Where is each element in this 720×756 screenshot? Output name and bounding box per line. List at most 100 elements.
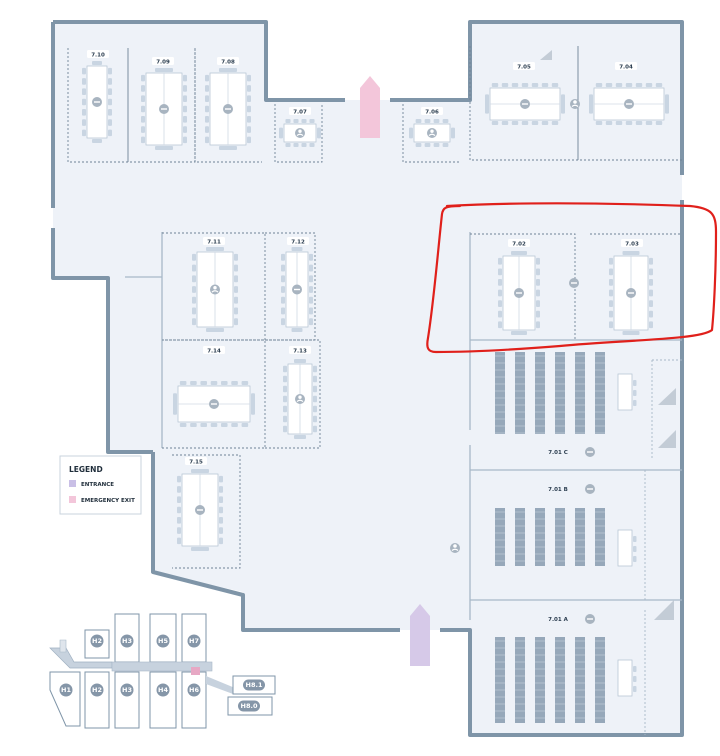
chair <box>141 105 145 113</box>
chair <box>205 74 209 82</box>
chair <box>309 143 315 147</box>
chair <box>192 253 196 261</box>
room-7-08[interactable]: 7.08 <box>194 48 262 163</box>
room-7-05[interactable]: 7.05 <box>469 46 579 161</box>
building-badge <box>120 683 134 697</box>
room-label-tag <box>615 62 637 70</box>
building-label: H8.1 <box>246 681 263 689</box>
room-7-13[interactable]: 7.13 <box>265 339 321 449</box>
chair <box>234 318 238 326</box>
room-label: 7.14 <box>207 349 221 355</box>
chair <box>281 307 285 315</box>
room-label: 7.09 <box>156 60 170 66</box>
chair <box>183 115 187 123</box>
chair <box>219 537 223 545</box>
room-7-01b[interactable]: 7.01 B <box>495 484 637 567</box>
person-icon-head <box>298 395 302 399</box>
chair <box>415 143 422 147</box>
chair <box>536 300 540 307</box>
chair <box>531 121 539 125</box>
chair <box>108 67 112 75</box>
chair <box>173 393 177 415</box>
room-boundary <box>265 339 321 449</box>
chair <box>609 257 613 265</box>
building-badge <box>156 634 170 648</box>
chair <box>609 321 613 329</box>
chair <box>108 88 112 96</box>
chair <box>141 85 145 92</box>
room-7-03[interactable]: 7.03 <box>590 233 682 335</box>
chair <box>301 143 307 147</box>
chair <box>309 264 313 272</box>
room-7-06[interactable]: 7.06 <box>402 104 460 163</box>
room-7-07[interactable]: 7.07 <box>274 104 323 163</box>
chair <box>501 83 509 87</box>
room-label-tag <box>513 62 535 70</box>
room-boundary <box>469 46 579 161</box>
chair <box>501 121 509 125</box>
legend-swatch-entrance <box>69 480 76 487</box>
room-label-tag <box>203 237 225 245</box>
room-7-14[interactable]: 7.14 <box>162 339 266 449</box>
room-7-01c[interactable]: 7.01 C <box>495 352 637 457</box>
chair <box>82 98 86 106</box>
building-label: H3 <box>122 637 132 645</box>
room-7-01a[interactable]: 7.01 A <box>495 614 637 723</box>
chair <box>183 136 187 144</box>
person-icon <box>210 284 220 295</box>
building-label: H1 <box>61 686 71 694</box>
chair <box>210 381 218 385</box>
chair <box>234 264 238 272</box>
seat-row <box>555 352 565 434</box>
chair <box>82 119 86 126</box>
chair <box>281 286 285 293</box>
room-label-tag <box>421 107 443 115</box>
chair <box>219 486 223 493</box>
room-7-15[interactable]: 7.15 <box>172 454 241 569</box>
room-label-tag <box>287 237 309 245</box>
room-7-02[interactable]: 7.02 <box>470 233 576 340</box>
chair <box>498 257 502 265</box>
room-label: 7.10 <box>91 53 105 59</box>
room-7-10[interactable]: 7.10 <box>67 48 129 163</box>
chair <box>183 105 187 113</box>
chair <box>82 88 86 96</box>
chair <box>536 257 540 265</box>
chair <box>649 279 653 286</box>
room-7-11[interactable]: 7.11 <box>162 232 266 341</box>
outer-walls <box>51 20 684 737</box>
chair <box>511 83 519 87</box>
seat-row <box>535 637 545 723</box>
chair <box>633 390 637 396</box>
chair <box>141 136 145 144</box>
chair <box>231 381 238 385</box>
room-label-tag <box>152 57 174 65</box>
chair <box>511 121 519 125</box>
chair <box>219 68 237 72</box>
chair <box>82 129 86 137</box>
room-label-tag <box>217 57 239 65</box>
room-label-tag <box>289 107 311 115</box>
no-entry-bar <box>161 108 167 110</box>
room-label: 7.01 B <box>548 487 568 493</box>
room-7-04[interactable]: 7.04 <box>577 46 682 161</box>
chair <box>279 127 283 139</box>
podium <box>617 659 633 697</box>
room-label: 7.08 <box>221 60 235 66</box>
room-label: 7.11 <box>207 240 221 246</box>
chair <box>247 126 251 133</box>
chair <box>313 375 317 383</box>
chair <box>645 83 653 87</box>
chair <box>605 121 613 125</box>
chair <box>247 136 251 144</box>
seat-row <box>575 637 585 723</box>
chair <box>609 268 613 276</box>
chair <box>622 251 640 255</box>
seat-row <box>555 508 565 566</box>
chair <box>433 143 440 147</box>
no-entry-bar <box>626 103 632 105</box>
chair <box>498 310 502 318</box>
room-label-tag <box>508 239 530 247</box>
chair <box>313 415 317 423</box>
chair <box>633 536 637 542</box>
